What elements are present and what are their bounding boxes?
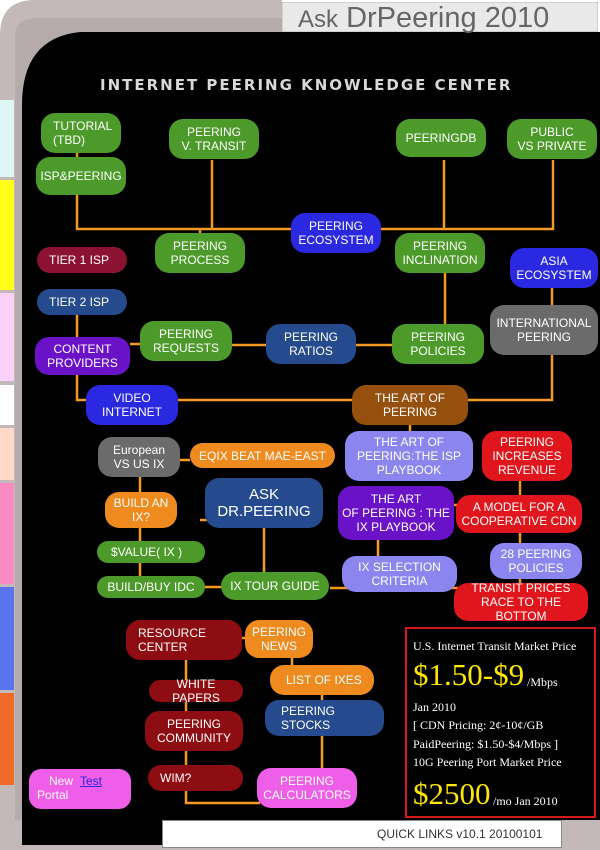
new-label: New: [49, 774, 74, 788]
node-cooperative-cdn[interactable]: A MODEL FOR A COOPERATIVE CDN: [456, 495, 582, 533]
node-ix-tour-guide[interactable]: IX TOUR GUIDE: [221, 572, 329, 600]
node-peering-v-transit[interactable]: PEERING V. TRANSIT: [169, 119, 259, 159]
price-heading: U.S. Internet Transit Market Price: [413, 639, 577, 653]
test-link[interactable]: Test: [80, 774, 103, 788]
node-tutorial[interactable]: TUTORIAL (TBD): [41, 113, 121, 153]
title-box: [282, 2, 598, 32]
page-title: Ask DrPeering 2010: [298, 2, 549, 35]
cdn-pricing: [ CDN Pricing: 2¢-10¢/GB: [413, 718, 544, 732]
price-date: Jan 2010: [413, 700, 456, 714]
node-peering-news[interactable]: PEERING NEWS: [245, 620, 313, 658]
node-peering-inclination[interactable]: PEERING INCLINATION: [395, 233, 485, 273]
node-28-peering-policies[interactable]: 28 PEERING POLICIES: [490, 543, 582, 579]
node-peering-calculators[interactable]: PEERING CALCULATORS: [257, 768, 357, 808]
node-value-ix[interactable]: $VALUE( IX ): [97, 541, 205, 563]
portal-label: Portal: [37, 788, 69, 802]
node-peering-requests[interactable]: PEERING REQUESTS: [140, 321, 232, 361]
node-resource-center[interactable]: RESOURCE CENTER: [126, 620, 242, 660]
node-transit-prices[interactable]: TRANSIT PRICES RACE TO THE BOTTOM: [454, 581, 588, 623]
node-eqix-beat-mae-east[interactable]: EQIX BEAT MAE-EAST: [190, 443, 335, 468]
port-price: $2500: [413, 776, 491, 811]
title-ask: Ask: [298, 6, 339, 33]
node-art-isp-playbook[interactable]: THE ART OF PEERING:THE ISP PLAYBOOK: [345, 431, 473, 481]
node-art-of-peering[interactable]: THE ART OF PEERING: [352, 385, 468, 425]
node-video-internet[interactable]: VIDEO INTERNET: [86, 385, 178, 425]
node-peering-ratios[interactable]: PEERING RATIOS: [266, 324, 356, 364]
paid-peering-pricing: PaidPeering: $1.50-$4/Mbps ]: [413, 737, 558, 751]
node-wim[interactable]: WIM?: [148, 765, 243, 791]
node-tier1-isp[interactable]: TIER 1 ISP: [37, 247, 127, 273]
node-european-vs-us-ix[interactable]: European VS US IX: [98, 437, 180, 477]
node-art-ix-playbook[interactable]: THE ART OF PEERING : THE IX PLAYBOOK: [338, 486, 454, 540]
node-ix-selection-criteria[interactable]: IX SELECTION CRITERIA: [342, 556, 457, 592]
node-ask-drpeering[interactable]: ASK DR.PEERING: [205, 478, 323, 528]
node-peering-process[interactable]: PEERING PROCESS: [155, 233, 245, 273]
transit-price: $1.50-$9: [413, 657, 525, 692]
node-asia-ecosystem[interactable]: ASIA ECOSYSTEM: [510, 248, 598, 288]
quick-links-label: QUICK LINKS v10.1 20100101: [377, 827, 543, 841]
node-peeringdb[interactable]: PEERINGDB: [396, 119, 486, 157]
quick-links-bar: [162, 820, 562, 848]
node-international-peering[interactable]: INTERNATIONAL PEERING: [490, 305, 598, 355]
transit-price-unit: /Mbps: [527, 675, 558, 689]
node-white-papers[interactable]: WHITE PAPERS: [149, 677, 243, 705]
node-peering-ecosystem[interactable]: PEERING ECOSYSTEM: [291, 213, 381, 253]
node-tier2-isp[interactable]: TIER 2 ISP: [37, 289, 127, 315]
node-build-buy-idc[interactable]: BUILD/BUY IDC: [97, 576, 205, 598]
node-list-of-ixes[interactable]: LIST OF IXES: [270, 665, 374, 695]
node-isp-peering[interactable]: ISP&PEERING: [36, 157, 126, 195]
node-peering-policies[interactable]: PEERING POLICIES: [392, 324, 484, 364]
transit-price-box: U.S. Internet Transit Market Price $1.50…: [405, 627, 596, 818]
title-main: DrPeering 2010: [346, 2, 550, 34]
node-build-an-ix[interactable]: BUILD AN IX?: [105, 492, 177, 528]
new-test-portal[interactable]: New Test Portal: [29, 769, 131, 809]
node-peering-community[interactable]: PEERING COMMUNITY: [145, 711, 243, 751]
node-public-vs-private[interactable]: PUBLIC VS PRIVATE: [507, 119, 597, 159]
section-heading: INTERNET PEERING KNOWLEDGE CENTER: [100, 76, 513, 94]
port-price-heading: 10G Peering Port Market Price: [413, 755, 562, 769]
node-peering-increases-revenue[interactable]: PEERING INCREASES REVENUE: [482, 431, 572, 481]
node-peering-stocks[interactable]: PEERING STOCKS: [265, 700, 384, 736]
node-content-providers[interactable]: CONTENT PROVIDERS: [35, 337, 130, 375]
port-price-unit: /mo Jan 2010: [493, 794, 558, 808]
